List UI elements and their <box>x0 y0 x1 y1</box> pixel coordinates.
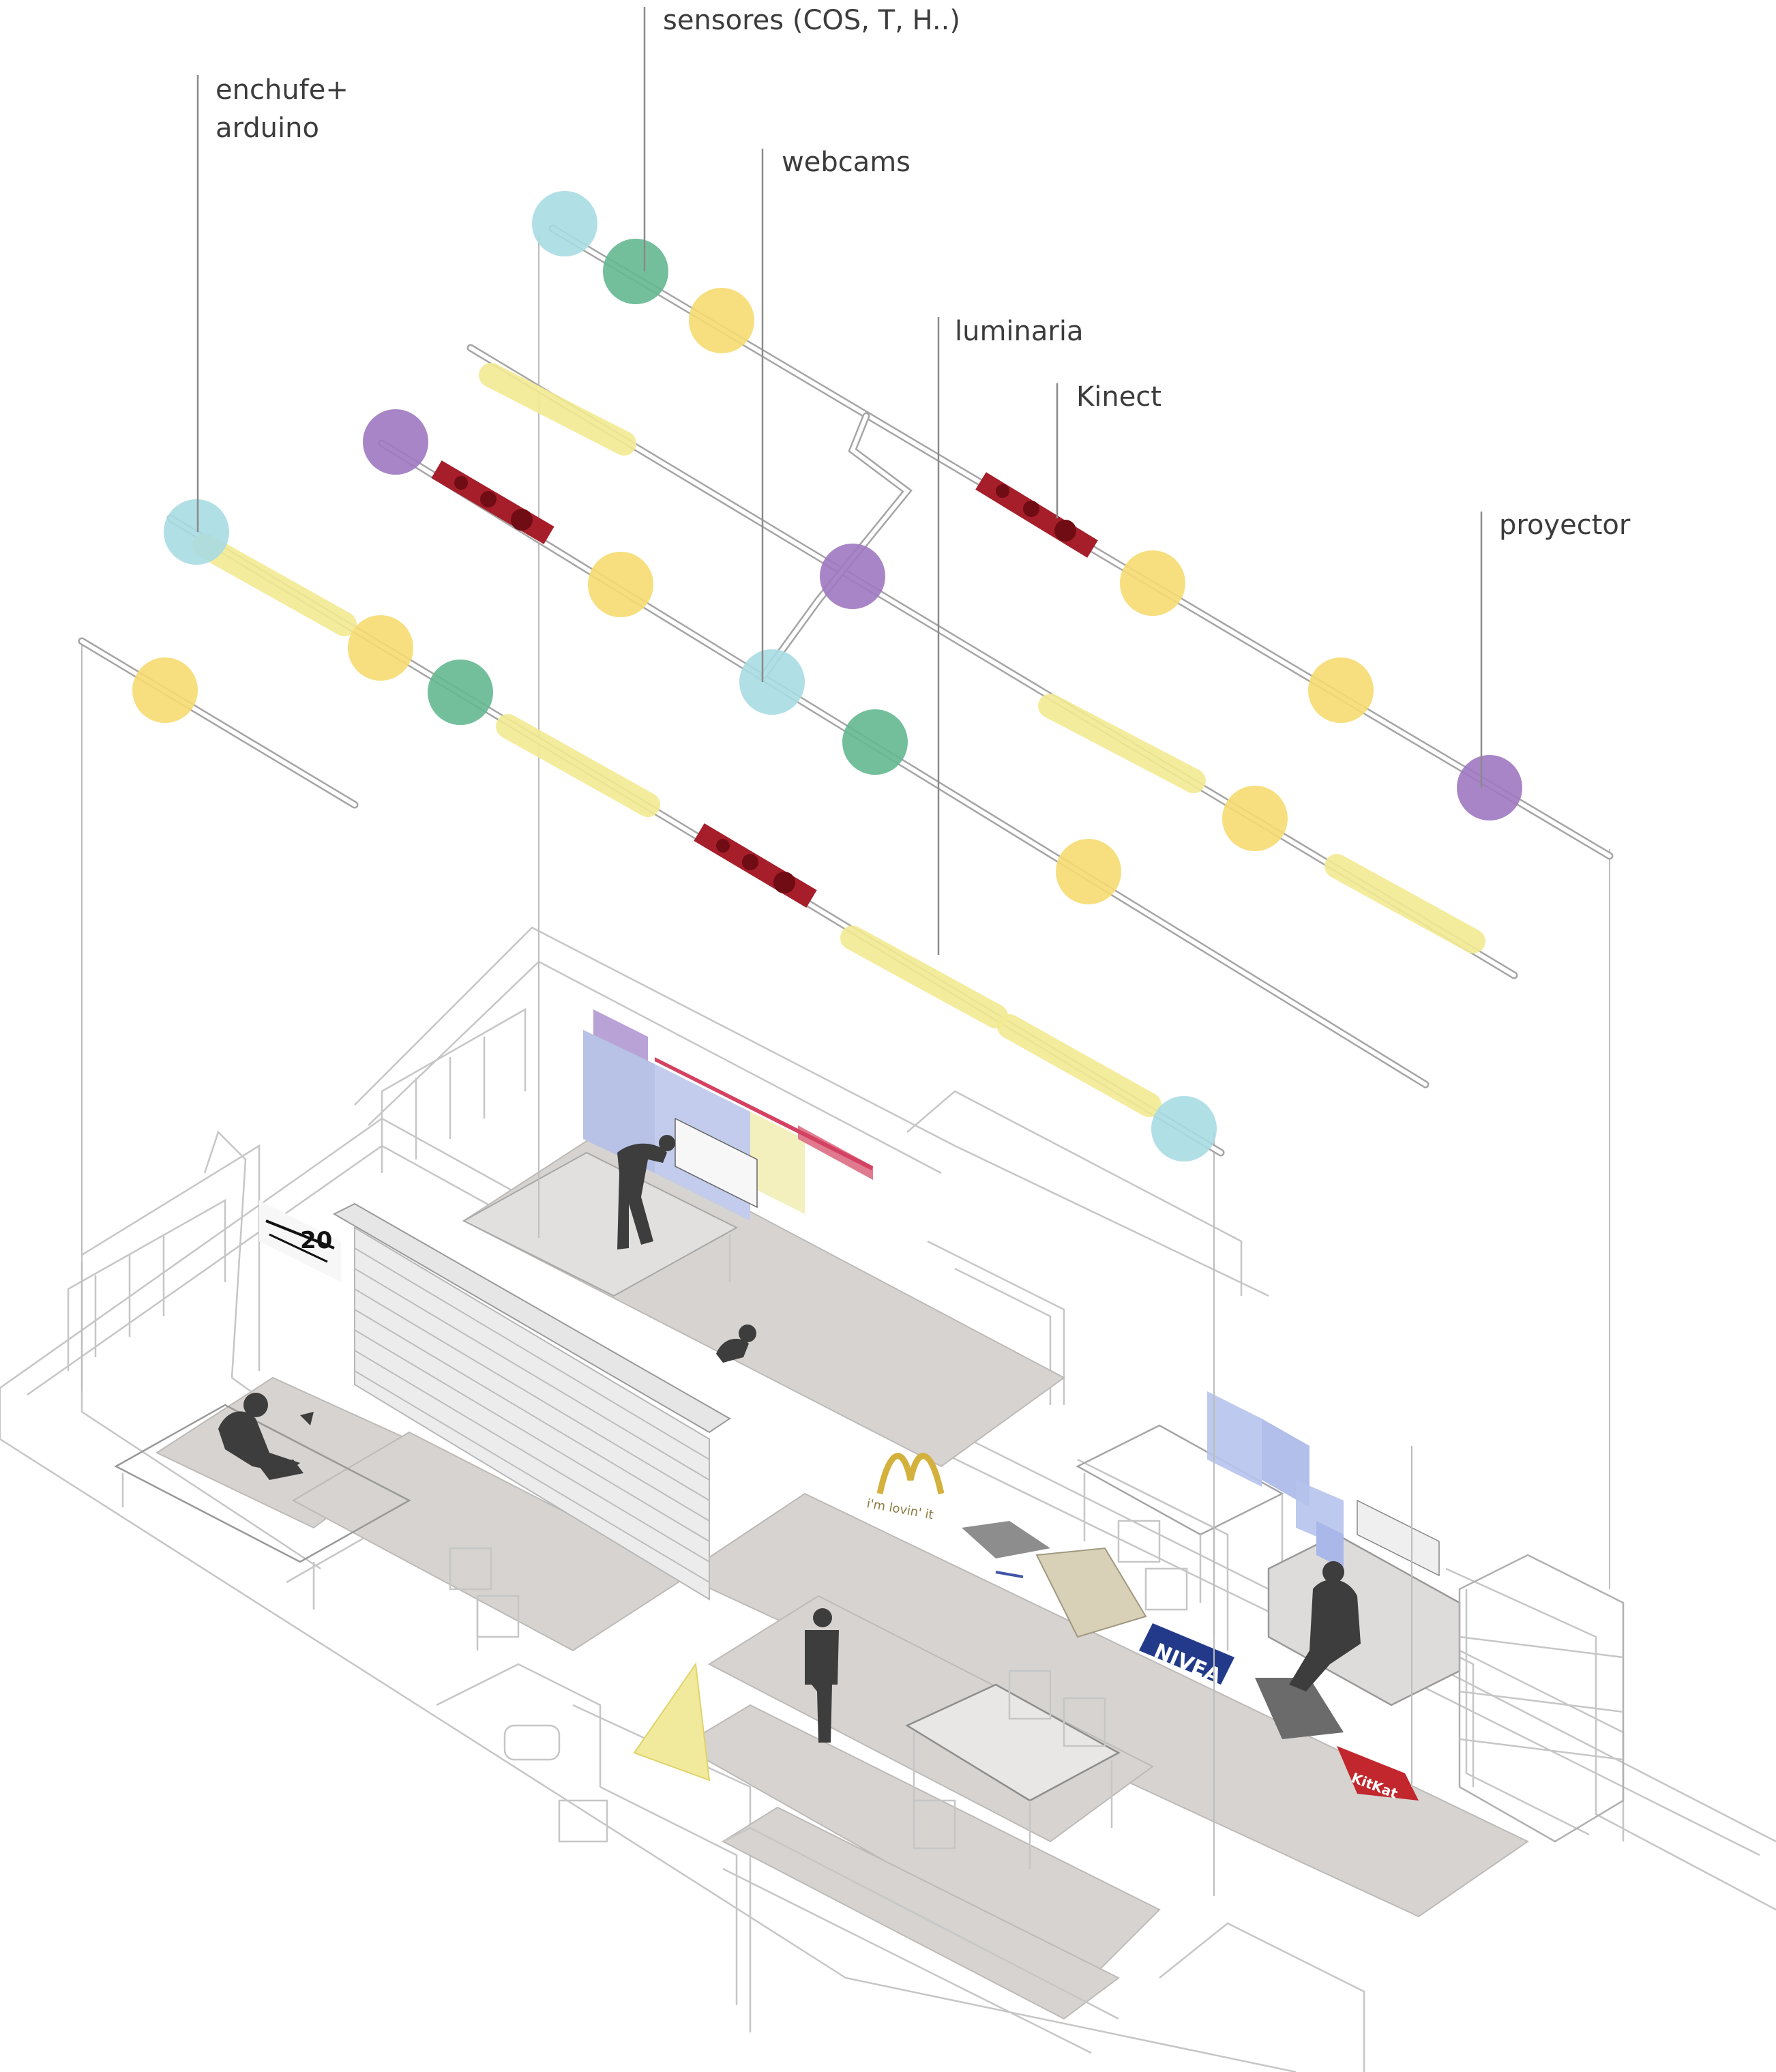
baby-crawling <box>716 1324 756 1363</box>
luminaria-device <box>588 552 653 617</box>
light-strip <box>840 926 1008 1028</box>
partition-wall <box>332 1202 731 1601</box>
wall-panels-blue <box>1207 1391 1440 1577</box>
light-strips <box>192 363 1485 1117</box>
person-at-wall <box>617 1135 675 1249</box>
webcam-device <box>1151 1096 1217 1161</box>
proyector-device <box>363 409 428 475</box>
ceiling-devices <box>132 191 1522 1161</box>
person-standing <box>805 1608 839 1743</box>
webcam-device <box>739 649 805 715</box>
kinect-device <box>694 823 817 908</box>
mcdonalds-logo <box>876 1453 945 1494</box>
light-strip <box>192 533 357 636</box>
proyector-device <box>820 544 885 609</box>
luminaria-device <box>1120 550 1185 616</box>
light-strip <box>1324 854 1485 953</box>
light-strip <box>1038 694 1206 793</box>
webcam-device <box>164 499 229 565</box>
wall-projection-collage <box>583 1009 873 1221</box>
webcam-device <box>532 191 597 256</box>
proyector-device <box>1457 755 1522 820</box>
luminaria-device <box>689 288 754 353</box>
label-proyector: proyector <box>1499 509 1631 541</box>
kinect-device <box>975 472 1098 558</box>
luminaria-device <box>348 615 413 681</box>
light-strip <box>997 1014 1161 1117</box>
mcdonalds-tagline: i'm lovin' it <box>865 1496 934 1522</box>
label-enchufe-line1: enchufe+ <box>216 74 349 106</box>
windows <box>67 1007 527 1371</box>
light-strip <box>496 714 660 817</box>
leader-lines <box>196 7 1483 955</box>
person-on-sofa <box>1289 1561 1361 1691</box>
sensor-device <box>428 660 493 725</box>
luminaria-device <box>132 657 198 723</box>
ceiling-rails <box>78 224 1614 1157</box>
label-enchufe-line2: arduino <box>216 113 319 144</box>
wall-screen-left: 20 <box>259 1200 341 1282</box>
sensor-device <box>842 709 908 775</box>
kinect-devices <box>431 460 1098 908</box>
sensor-device <box>603 239 668 304</box>
luminaria-device <box>1308 657 1374 723</box>
luminaria-device <box>1222 786 1288 851</box>
luminaria-device <box>1056 839 1121 904</box>
label-luminaria: luminaria <box>955 316 1084 347</box>
kinect-device <box>431 460 554 544</box>
label-kinect: Kinect <box>1076 381 1161 413</box>
wall-screen-number: 20 <box>300 1227 332 1254</box>
label-webcams: webcams <box>782 147 911 178</box>
light-strip <box>479 363 636 456</box>
people <box>218 1135 1361 1743</box>
person-sitting-left <box>218 1393 314 1480</box>
yellow-light-cone <box>633 1662 711 1781</box>
label-sensores: sensores (COS, T, H..) <box>663 5 960 36</box>
